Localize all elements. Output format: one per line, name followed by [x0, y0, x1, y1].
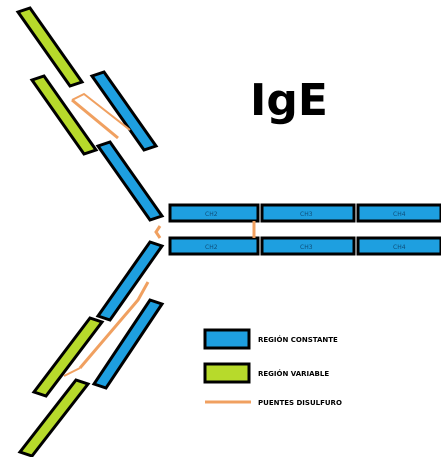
domain-label-top-1: CH2: [205, 211, 218, 218]
variable-domain-upper-outer: [15, 6, 85, 88]
legend-disulfide-label: PUENTES DISULFURO: [258, 399, 342, 407]
constant-domain-lower-heavy: [95, 240, 165, 322]
legend: REGIÓN CONSTANTE REGIÓN VARIABLE PUENTES…: [203, 328, 342, 407]
disulfide-bridge-hinge: [154, 225, 162, 239]
constant-domain-fc-bottom-3: [356, 236, 441, 256]
constant-domain-fc-top-1: [168, 203, 260, 223]
constant-domain-lower-light: [91, 298, 165, 390]
disulfide-bridge-lower-2: [63, 367, 81, 377]
constant-domain-fc-bottom-2: [260, 236, 356, 256]
constant-domain-fc-top-2: [260, 203, 356, 223]
constant-domain-upper-light: [89, 70, 159, 152]
variable-domain-lower-outer: [17, 378, 91, 457]
diagram-title: IgE: [250, 75, 328, 126]
disulfide-bridge-upper-2: [71, 92, 131, 131]
legend-variable-swatch: [203, 362, 251, 384]
legend-constant-label: REGIÓN CONSTANTE: [258, 335, 338, 344]
disulfide-bridge-upper: [71, 98, 119, 140]
variable-domain-upper-inner: [29, 74, 99, 156]
disulfide-bridge-lower: [78, 281, 150, 369]
domain-label-bottom-1: CH2: [205, 244, 218, 251]
legend-variable-label: REGIÓN VARIABLE: [258, 369, 329, 378]
constant-domain-upper-heavy: [95, 140, 165, 222]
variable-domain-lower-inner: [31, 316, 105, 398]
constant-domain-fc-top-3: [356, 203, 441, 223]
legend-constant-swatch: [203, 328, 251, 350]
domain-label-top-3: CH4: [393, 211, 406, 218]
domain-label-bottom-2: CH3: [300, 244, 313, 251]
constant-domain-fc-bottom-1: [168, 236, 260, 256]
domain-label-top-2: CH3: [300, 211, 313, 218]
domain-label-bottom-3: CH4: [393, 244, 406, 251]
